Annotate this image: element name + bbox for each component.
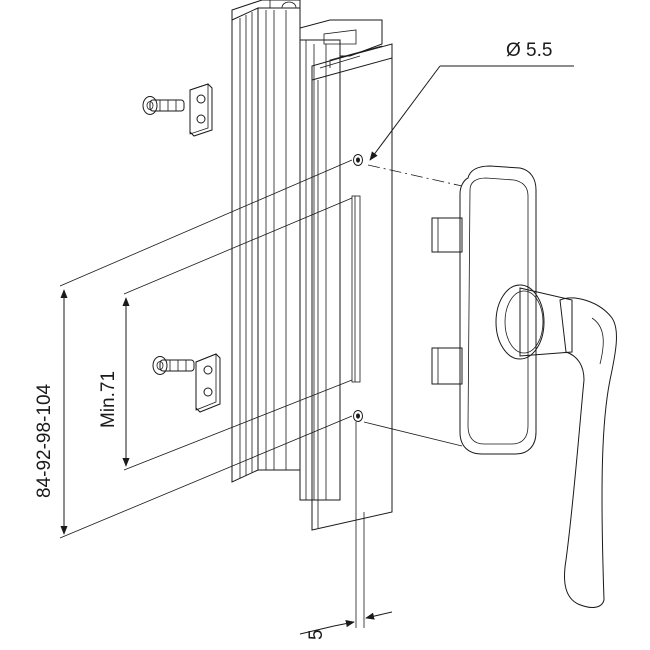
dimension-hole-spacing: 84-92-98-104 bbox=[34, 289, 68, 535]
window-profile bbox=[231, 0, 393, 531]
min-spacing-label: Min.71 bbox=[98, 371, 119, 428]
screw-lower bbox=[152, 356, 195, 375]
dimension-diameter: Ø 5.5 bbox=[369, 40, 574, 161]
edge-offset-label: 5 bbox=[306, 629, 327, 640]
diameter-label: Ø 5.5 bbox=[506, 40, 552, 61]
screw-upper bbox=[142, 96, 185, 115]
clamp-nut-lower bbox=[195, 353, 221, 413]
dimension-edge-offset: 5 bbox=[299, 611, 393, 640]
dimension-min-spacing: Min.71 bbox=[98, 297, 130, 467]
hole-spacing-label: 84-92-98-104 bbox=[34, 383, 55, 498]
projection-lines bbox=[59, 159, 463, 628]
mounting-hole-lower bbox=[353, 410, 363, 422]
window-handle bbox=[431, 165, 617, 608]
mounting-hole-upper bbox=[353, 154, 363, 166]
clamp-nut-upper bbox=[189, 83, 213, 137]
